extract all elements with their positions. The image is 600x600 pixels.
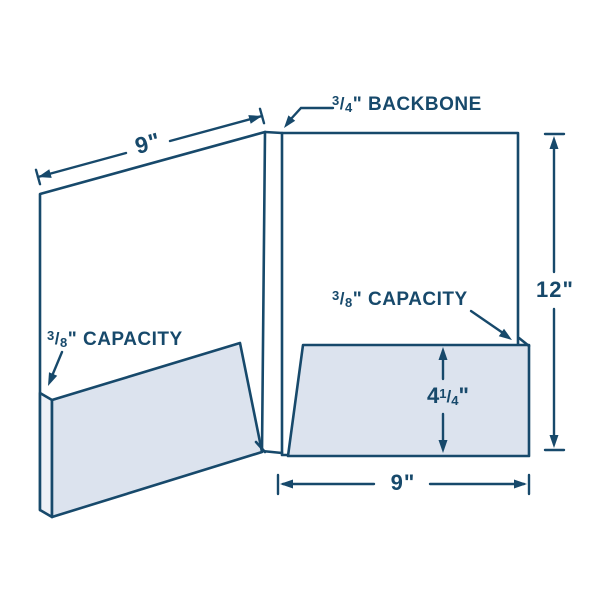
arrowhead (284, 115, 296, 128)
arrowhead (498, 328, 512, 340)
dim-label-capacity-right-text: " CAPACITY (352, 289, 468, 310)
dim-line (168, 114, 264, 143)
fraction-denominator: 8 (344, 295, 353, 310)
backbone-top-edge (263, 130, 284, 135)
arrowhead (248, 115, 262, 124)
arrowhead (48, 372, 58, 386)
dim-label-height-text: 12" (536, 277, 574, 302)
right-pocket-corner-fold (517, 336, 531, 348)
leader-line (50, 350, 64, 378)
fraction-denominator: 8 (59, 335, 68, 350)
dim-label-bottom-width-text: 9" (390, 470, 416, 495)
dim-label-bottom-width: 9" (377, 472, 429, 494)
inch-mark: " (458, 383, 469, 408)
dim-label-backbone-text: " BACKBONE (352, 94, 482, 115)
dim-label-capacity-right: 3/8" CAPACITY (332, 288, 468, 310)
whole-number: 4 (427, 383, 440, 408)
dim-label-height: 12" (528, 279, 582, 301)
arrowhead (280, 479, 293, 489)
dim-label-capacity-left-text: " CAPACITY (67, 329, 183, 350)
fraction-numerator: 1 (439, 386, 447, 401)
dim-line (36, 151, 128, 179)
dim-label-pocket-height: 41/4" (419, 383, 477, 408)
dim-bottom-width (276, 473, 531, 496)
arrowhead (38, 169, 52, 178)
dim-label-capacity-left: 3/8" CAPACITY (47, 328, 183, 350)
leader-line (288, 106, 335, 122)
leader-line (469, 309, 505, 335)
arrowhead (514, 479, 527, 489)
dim-top-width (34, 107, 266, 186)
leader-backbone (284, 106, 335, 128)
fraction-slash: / (339, 289, 345, 308)
dim-label-backbone: 3/4" BACKBONE (332, 93, 482, 115)
arrowhead (438, 347, 448, 360)
fraction-denominator: 4 (451, 393, 459, 408)
left-pocket (50, 341, 264, 519)
arrowhead (549, 136, 559, 149)
fraction-denominator: 4 (344, 100, 353, 115)
leader-capacity-left (48, 350, 64, 386)
left-pocket-side-face (38, 391, 54, 519)
fraction-slash: / (54, 329, 60, 348)
arrowhead (549, 435, 559, 448)
arrowhead (438, 440, 448, 453)
fraction-numerator: 3 (332, 288, 340, 303)
fraction-numerator: 3 (47, 328, 55, 343)
dim-height (543, 132, 566, 452)
right-pocket (286, 343, 531, 458)
leader-capacity-right (469, 309, 512, 340)
left-pocket-corner-fold (254, 440, 267, 454)
dim-pocket-height (438, 347, 448, 453)
fraction-numerator: 3 (332, 93, 340, 108)
folder-shapes (38, 130, 531, 519)
fraction-slash: / (339, 94, 345, 113)
fraction-slash: / (446, 387, 452, 406)
dimension-annotations (34, 106, 566, 496)
